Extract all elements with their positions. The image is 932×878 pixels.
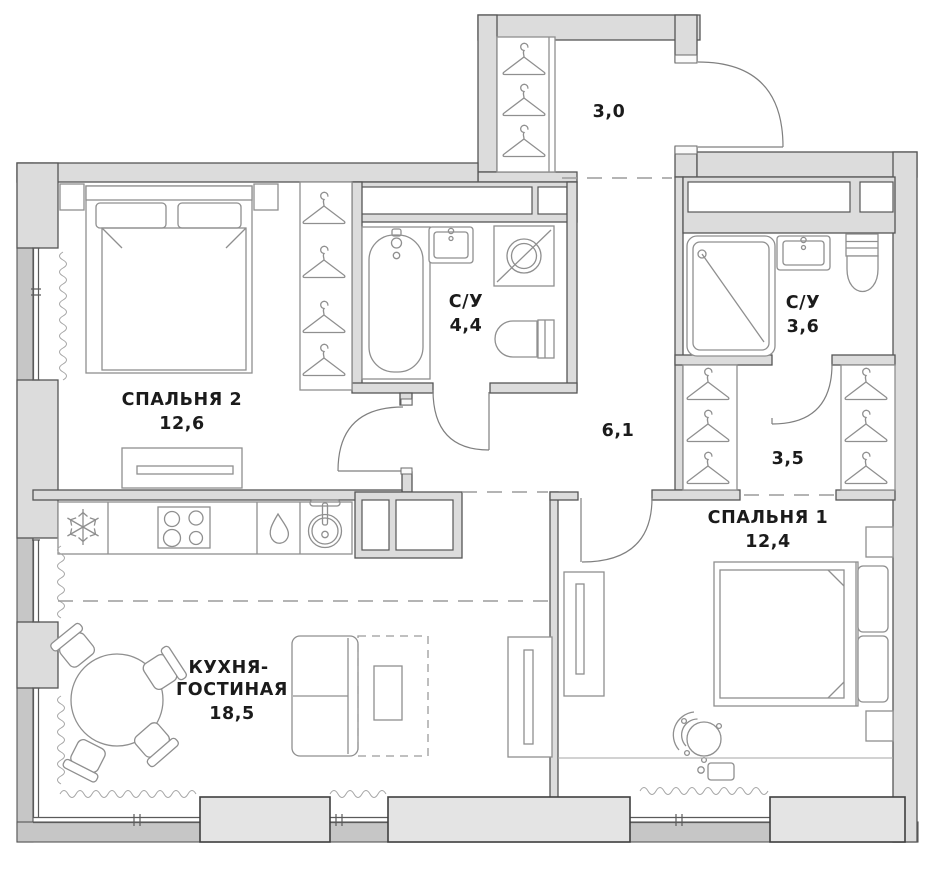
doors [337, 54, 833, 563]
rug [357, 635, 429, 757]
bathroom-main-door [432, 389, 490, 451]
balcony-slabs [199, 796, 906, 843]
kitchen-living-area: 18,5 [209, 704, 255, 724]
bathroom-master-label: С/У [786, 293, 821, 313]
entrance-door [697, 61, 784, 148]
bedroom2-label: СПАЛЬНЯ 2 [122, 390, 243, 410]
kitchen-faucet [309, 499, 341, 507]
coffee-table [373, 665, 403, 721]
bedroom1-furniture [558, 526, 894, 795]
windows [31, 247, 770, 826]
room-labels: СПАЛЬНЯ 2 12,6 С/У 4,4 3,0 С/У 3,6 6,1 3… [122, 102, 829, 724]
kitchen-sink [307, 513, 343, 549]
bedroom2-area: 12,6 [159, 414, 205, 434]
bedroom2-furniture [59, 183, 279, 489]
armchair [686, 721, 722, 757]
bathroom-master-area: 3,6 [787, 317, 820, 337]
side-table [707, 762, 735, 781]
kitchen-label-line2: ГОСТИНАЯ [176, 680, 288, 700]
curtain-squiggle [639, 787, 769, 795]
closets [299, 36, 896, 491]
curtain-squiggle [57, 695, 65, 785]
bathroom-main-fixtures [361, 225, 555, 380]
dishwasher-drop-icon [269, 512, 289, 544]
bathroom-main-area: 4,4 [450, 316, 483, 336]
bedroom1-area: 12,4 [745, 532, 791, 552]
bedroom2-door [337, 406, 404, 472]
zone-dashed-lines [58, 177, 834, 602]
curtain-squiggle [57, 545, 65, 619]
walls [16, 14, 919, 843]
stove [157, 506, 211, 549]
kitchen-living-label: КУХНЯ- ГОСТИНАЯ [176, 658, 288, 700]
curtain-squiggle [59, 251, 67, 381]
kitchen-label-line1: КУХНЯ- [189, 658, 269, 678]
dining-table [70, 653, 164, 747]
kitchen-living-furniture [48, 499, 553, 798]
hallway-area: 3,0 [593, 102, 626, 122]
bathroom-master-fixtures [686, 233, 879, 357]
wardrobe-area: 3,5 [772, 449, 805, 469]
tv-stand-living [507, 636, 553, 758]
corridor-area: 6,1 [602, 421, 635, 441]
curtain-squiggle [329, 790, 387, 798]
bathroom-master-door [771, 363, 833, 425]
bedroom1-door [580, 497, 653, 563]
curtain-squiggle [59, 790, 197, 798]
bathroom-main-label: С/У [449, 292, 484, 312]
bedroom1-label: СПАЛЬНЯ 1 [708, 508, 829, 528]
